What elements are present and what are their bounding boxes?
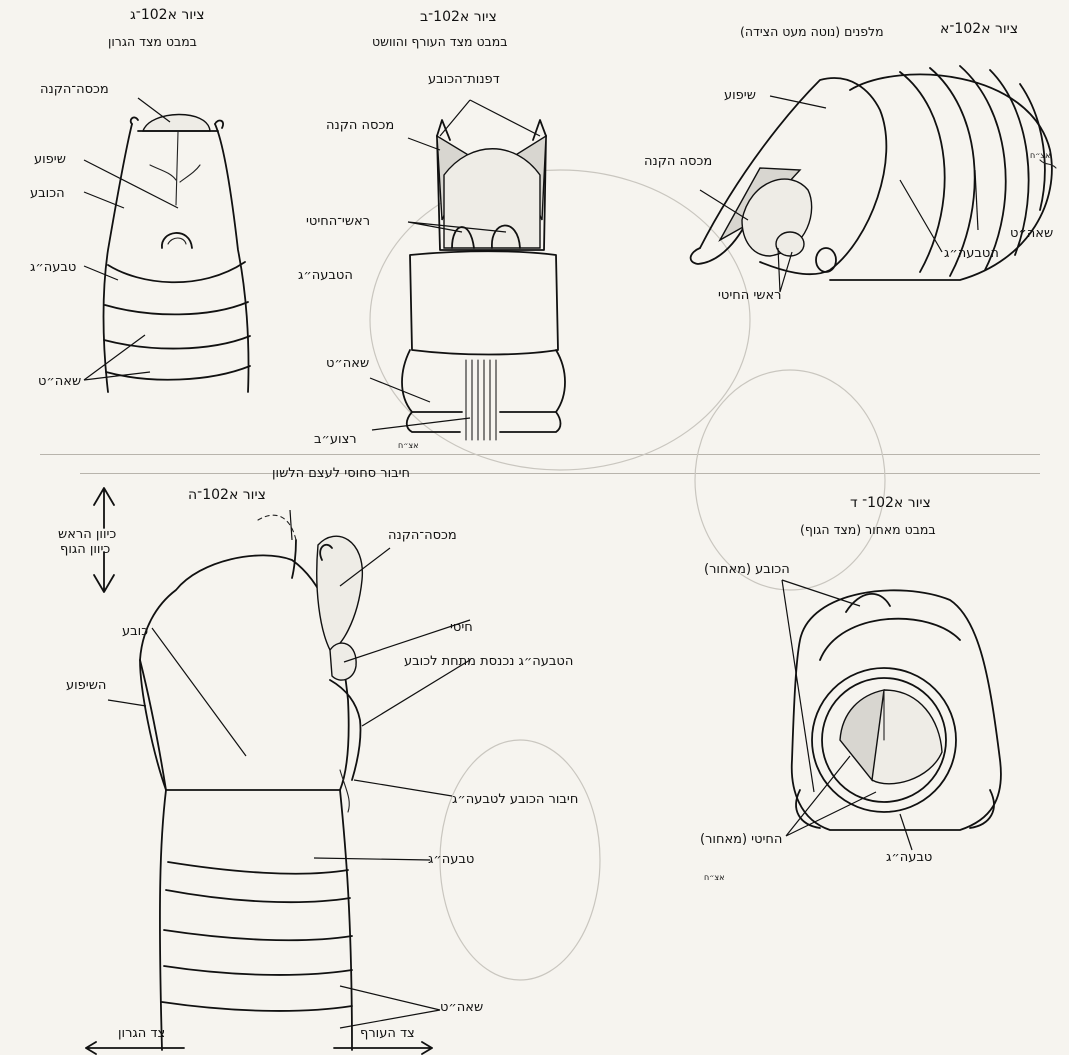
figure-b-signature: אצ״ח	[398, 438, 418, 453]
figure-h-label-body-dir: כיוון הגוף	[60, 542, 110, 557]
figure-g-title: ציור א102־ג	[130, 8, 205, 23]
figure-g-label-shipua: שיפוע	[34, 152, 66, 167]
figure-h-label-nape-side: צד העורף	[360, 1026, 415, 1041]
figure-g-label-operculum: מכסה־הקנה	[40, 82, 109, 97]
figure-b-subtitle: במבט מצד העורף והוושט	[372, 34, 508, 49]
figure-b-label-ratsua: רצוע״ב	[314, 432, 357, 447]
figure-a-label-epiglottis-tips: ראשי החיטי	[718, 288, 782, 303]
figure-g-label-shaat: שאה״ט	[38, 374, 81, 389]
figure-h-label-shipua: השיפוע	[66, 678, 106, 693]
figure-d-signature: אצ״ח	[704, 870, 724, 885]
figure-h-label-helmet: כובע	[122, 624, 148, 639]
figure-h-label-throat-side: צד הגרון	[118, 1026, 165, 1041]
figure-h-label-cartilage-link: חיבור סחוסי לעצם הלשון	[272, 466, 410, 481]
figure-h-label-helmet-link: חיבור הכובע לטבעה״ג	[452, 792, 578, 807]
figure-g-drawing	[84, 98, 250, 392]
figure-h-label-shaat: שאה״ט	[440, 1000, 483, 1015]
figure-b-label-epiglottis-tips: ראשי־החיטי	[306, 214, 370, 229]
figure-a-label-tabaat: הטבעה״ג	[944, 246, 999, 261]
figure-h-title: ציור א102־ה	[188, 488, 266, 503]
figure-a-label-operculum: מכסה הקנה	[644, 154, 712, 169]
figure-a-title: ציור א102־א	[940, 22, 1018, 37]
figure-b-label-shaat: שאה״ט	[326, 356, 369, 371]
figure-a-label-shaat: שאה״ט	[1010, 226, 1053, 241]
figure-d-title: ציור א102־ ד	[850, 496, 931, 511]
figure-b-label-helmet-walls: דפנות־הכובע	[428, 72, 500, 87]
figure-b-title: ציור א102־ב	[420, 10, 497, 25]
figure-h-label-chiti: חיטי	[450, 620, 473, 635]
figure-d-drawing	[782, 580, 1001, 850]
figure-a-label-shipua: שיפוע	[724, 88, 756, 103]
figure-d-label-tabaat: טבעה״ג	[886, 850, 932, 865]
figure-b-drawing	[370, 100, 565, 440]
figure-a-signature: אצ״ח	[1030, 148, 1050, 163]
figure-h-drawing	[86, 488, 470, 1054]
figure-b-label-operculum: מכסה הקנה	[326, 118, 394, 133]
figure-a-subtitle: מלפנים (נוטה מעט הצידה)	[740, 24, 884, 39]
figure-h-label-operculum: מכסה־הקנה	[388, 528, 457, 543]
figure-g-label-helmet: הכובע	[30, 186, 65, 201]
figure-h-label-tabaat-under: הטבעה״ג נכנסת מתחת לכובע	[404, 654, 573, 669]
figure-d-subtitle: במבט מאחור (מצד הגוף)	[800, 522, 936, 537]
figure-b-label-tabaat: הטבעה״ג	[298, 268, 353, 283]
figure-g-label-tabaat: טבעה״ג	[30, 260, 76, 275]
figure-d-label-helmet-back: הכובע (מאחור)	[704, 562, 790, 577]
figure-d-label-chiti-back: החיטי (מאחור)	[700, 832, 782, 847]
figure-h-label-tabaat: טבעה״ג	[428, 852, 474, 867]
figure-h-label-head-dir: כיוון הראש	[58, 527, 116, 542]
figure-g-subtitle: במבט מצד הגרון	[108, 34, 197, 49]
